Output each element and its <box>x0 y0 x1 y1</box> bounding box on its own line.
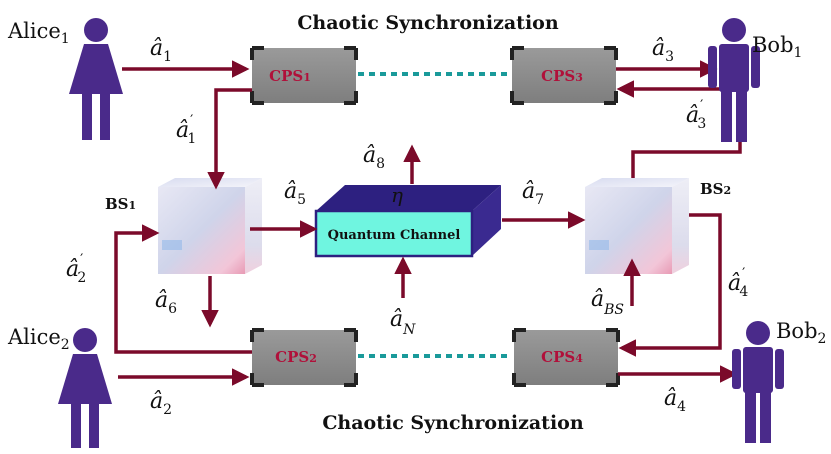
bs1-label: BS1 <box>105 195 136 213</box>
quantum-channel: Quantum Channel <box>314 185 501 258</box>
alice2-label: Alice2 <box>7 325 70 353</box>
op-a1: â1 <box>150 36 172 65</box>
svg-text:CPS4: CPS4 <box>541 348 583 366</box>
op-a7: â7 <box>522 179 544 208</box>
op-a8: â8 <box>363 143 385 172</box>
bob2-icon <box>732 321 784 443</box>
bob1-label: Bob1 <box>752 33 802 61</box>
arrow-cps1-bs1 <box>207 88 252 190</box>
op-a2: â2 <box>150 389 172 418</box>
op-aBS: âBS <box>591 287 624 318</box>
arrow-cps2-bs1 <box>114 224 252 354</box>
arrow-bs2-cps3 <box>616 80 742 178</box>
op-a2-prime: â′2 <box>66 252 86 286</box>
bob2-label: Bob2 <box>776 319 826 347</box>
bob1-icon <box>708 18 760 142</box>
cps4-sub: 4 <box>575 352 583 365</box>
quantum-channel-label: Quantum Channel <box>328 228 461 243</box>
arrows <box>114 60 742 386</box>
arrow-bs2-cps4 <box>618 213 722 357</box>
cps3-box: CPS3 <box>510 46 618 105</box>
cps3-sub: 3 <box>575 71 583 84</box>
alice1-icon <box>69 18 123 140</box>
op-a3-prime: â′3 <box>686 98 706 132</box>
cps2-sub: 2 <box>309 352 317 365</box>
alice2-icon <box>58 328 112 448</box>
cps2-box: CPS2 <box>250 328 358 387</box>
cps1-label: CPS <box>269 67 303 85</box>
alice1-label: Alice1 <box>7 19 70 47</box>
svg-text:CPS1: CPS1 <box>269 67 311 85</box>
cps4-label: CPS <box>541 348 575 366</box>
op-a1-prime: â′1 <box>176 113 196 147</box>
top-title: Chaotic Synchronization <box>297 12 559 34</box>
bs1-cube <box>158 178 262 274</box>
cps1-box: CPS1 <box>250 46 358 105</box>
cps3-label: CPS <box>541 67 575 85</box>
svg-text:CPS2: CPS2 <box>275 348 317 366</box>
eta-label: η <box>391 183 403 207</box>
bottom-title: Chaotic Synchronization <box>322 412 584 434</box>
op-a5: â5 <box>284 179 306 208</box>
cps2-label: CPS <box>275 348 309 366</box>
op-a4: â4 <box>664 386 686 415</box>
cps1-sub: 1 <box>303 71 311 84</box>
bs2-label: BS2 <box>700 180 731 198</box>
op-a4-prime: â′4 <box>728 266 748 300</box>
op-aN: âN <box>390 307 416 338</box>
bs2-cube <box>585 178 689 274</box>
svg-text:CPS3: CPS3 <box>541 67 583 85</box>
op-a3: â3 <box>652 36 674 65</box>
op-a6: â6 <box>155 288 177 317</box>
cps4-box: CPS4 <box>512 328 620 387</box>
